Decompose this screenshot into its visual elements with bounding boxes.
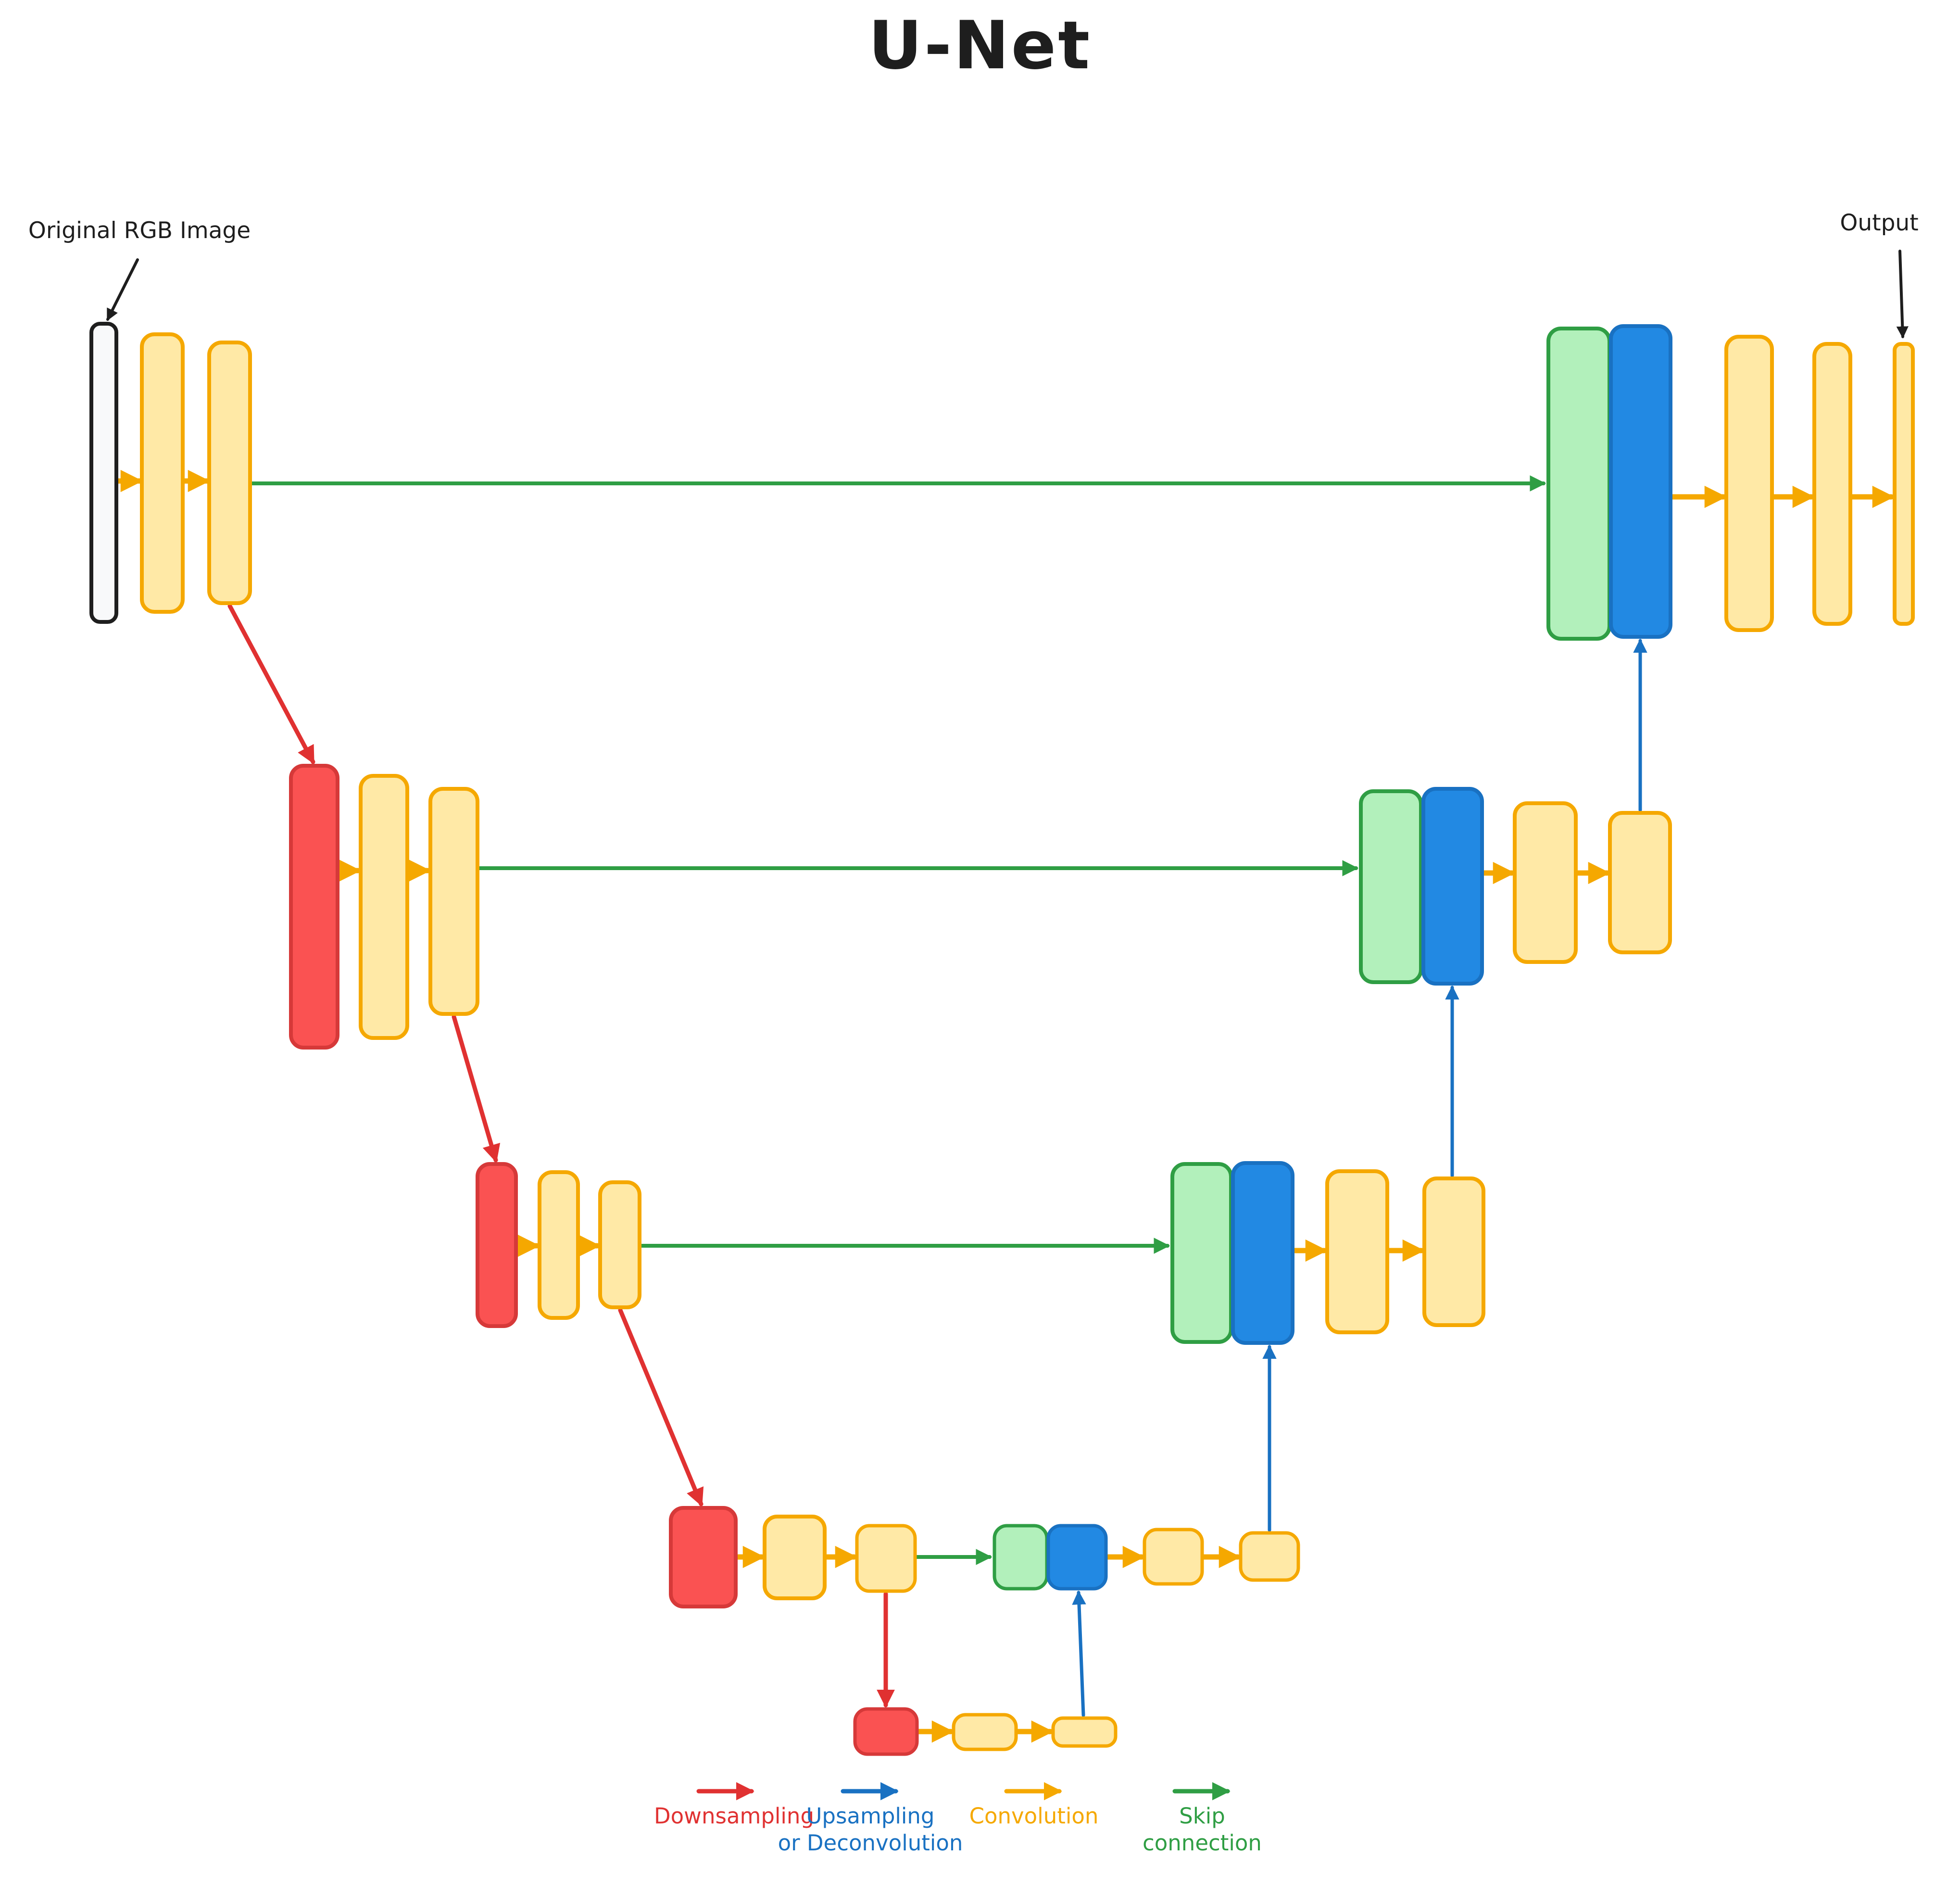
legend-label-upsampling: Upsampling [806, 1803, 935, 1829]
l5-conv1 [952, 1713, 1018, 1751]
l2-dec-concat [1359, 789, 1423, 984]
l2-enc-conv1 [359, 774, 409, 1040]
l2-downsample [289, 764, 339, 1050]
downsampling-arrow-icon [696, 1782, 754, 1800]
legend-label-skip-connection: Skip connection [1143, 1803, 1262, 1856]
annotation-arrow [1896, 250, 1909, 339]
l2-dec-upsample [1421, 787, 1484, 986]
l4-enc-conv1 [763, 1515, 827, 1600]
l3-dec-upsample [1231, 1161, 1294, 1345]
l3-dec-concat [1170, 1162, 1233, 1344]
legend-item-skip-connection: Skip connection [1120, 1780, 1284, 1857]
downsampling-arrow [618, 1308, 704, 1507]
page-title: U-Net [868, 7, 1092, 84]
l3-dec-conv1 [1325, 1169, 1389, 1334]
skip-connection-arrow-icon [1172, 1782, 1231, 1800]
upsampling-arrow-icon [841, 1782, 899, 1800]
l1-dec-upsample [1609, 324, 1672, 639]
l4-dec-conv2 [1239, 1531, 1300, 1582]
l4-enc-conv2 [855, 1524, 917, 1593]
l1-dec-conv2 [1812, 342, 1852, 626]
l1-dec-concat [1546, 327, 1611, 641]
legend-item-convolution: Convolution [962, 1780, 1106, 1830]
input-image [89, 322, 118, 624]
legend-label-convolution: Convolution [969, 1803, 1099, 1829]
legend-item-upsampling: Upsampling or Deconvolution [765, 1780, 976, 1857]
output-label: Output [1840, 210, 1919, 236]
l1-enc-conv1 [140, 332, 185, 614]
l3-enc-conv2 [598, 1180, 641, 1309]
downsampling-arrow [227, 604, 315, 765]
l4-dec-conv1 [1143, 1528, 1204, 1586]
l3-downsample [476, 1162, 518, 1328]
legend-label-upsampling-line2: or Deconvolution [778, 1830, 963, 1856]
upsampling-arrow [1072, 1590, 1086, 1717]
legend: Downsampling Upsampling or Deconvolution… [0, 1780, 1960, 1885]
l3-enc-conv1 [538, 1170, 580, 1320]
l1-enc-conv2 [207, 341, 252, 605]
downsampling-arrow [452, 1014, 501, 1163]
l2-dec-conv2 [1608, 811, 1672, 954]
convolution-arrow-icon [1004, 1782, 1062, 1800]
legend-label-downsampling: Downsampling [654, 1803, 815, 1829]
l5-downsample [853, 1707, 919, 1756]
l3-dec-conv2 [1422, 1177, 1485, 1327]
annotation-arrow [106, 258, 139, 321]
input-image-label: Original RGB Image [28, 217, 251, 244]
l4-dec-concat [993, 1524, 1049, 1591]
l4-downsample [669, 1506, 738, 1608]
l2-dec-conv1 [1513, 801, 1578, 964]
l1-dec-conv1 [1724, 335, 1774, 632]
l5-conv2 [1051, 1716, 1118, 1748]
output-image [1893, 342, 1915, 626]
legend-item-downsampling: Downsampling [654, 1780, 815, 1830]
l4-dec-upsample [1046, 1524, 1108, 1591]
l2-enc-conv2 [428, 787, 479, 1016]
